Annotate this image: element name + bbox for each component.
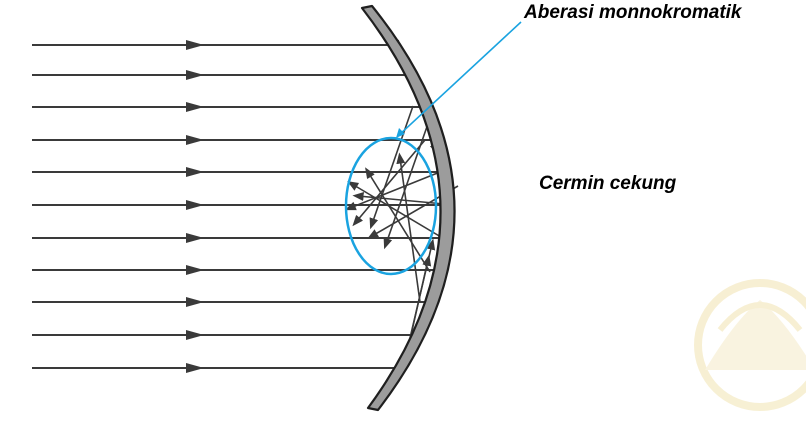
ray-direction-arrow	[186, 40, 204, 50]
ray-direction-arrow	[186, 233, 204, 243]
ray-direction-arrow	[186, 167, 204, 177]
ray-direction-arrow	[186, 265, 204, 275]
reflected-ray	[352, 139, 426, 227]
reflected-ray	[396, 152, 421, 303]
aberration-pointer-line	[397, 21, 522, 137]
aberration-highlight-ellipse	[344, 136, 438, 276]
university-seal-watermark	[694, 279, 806, 411]
reflected-ray	[344, 171, 441, 211]
ray-direction-arrow	[186, 297, 204, 307]
reflected-ray	[365, 167, 431, 273]
reflected-ray	[347, 181, 447, 241]
reflected-ray	[369, 105, 414, 230]
ray-direction-arrow	[186, 135, 204, 145]
ray-direction-arrow	[186, 102, 204, 112]
ray-direction-arrow	[186, 70, 204, 80]
mirror-label: Cermin cekung	[539, 173, 677, 194]
ray-direction-arrow	[186, 200, 204, 210]
ray-direction-arrow	[186, 330, 204, 340]
incoming-rays	[32, 40, 446, 373]
aberration-label: Aberasi monnokromatik	[524, 2, 742, 23]
ray-direction-arrow	[186, 363, 204, 373]
concave-mirror	[360, 4, 456, 412]
aberration-pointer-arrowhead	[396, 128, 405, 138]
